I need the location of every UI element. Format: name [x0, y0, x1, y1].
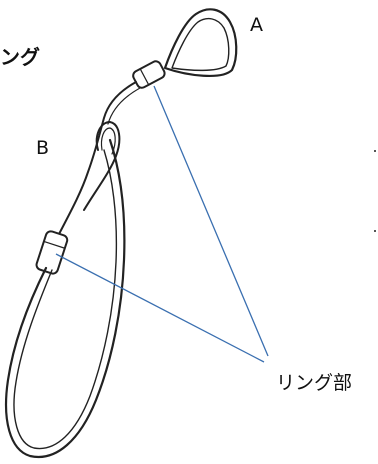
large-wire-loop: [4, 138, 126, 459]
ring-sleeve-b: [35, 230, 69, 275]
label-loop-b: B: [36, 137, 50, 159]
label-loop-a: A: [250, 14, 263, 36]
edge-mark: [374, 230, 376, 232]
label-ring-part: リング部: [276, 372, 353, 394]
edge-mark: [374, 150, 376, 152]
loop-a: [163, 8, 238, 78]
leader-line-a: [153, 85, 269, 357]
ring-sleeve-a: [132, 60, 166, 89]
leader-line-b: [55, 253, 265, 363]
loop-b: [83, 121, 121, 211]
title-fragment: ング: [0, 45, 40, 69]
